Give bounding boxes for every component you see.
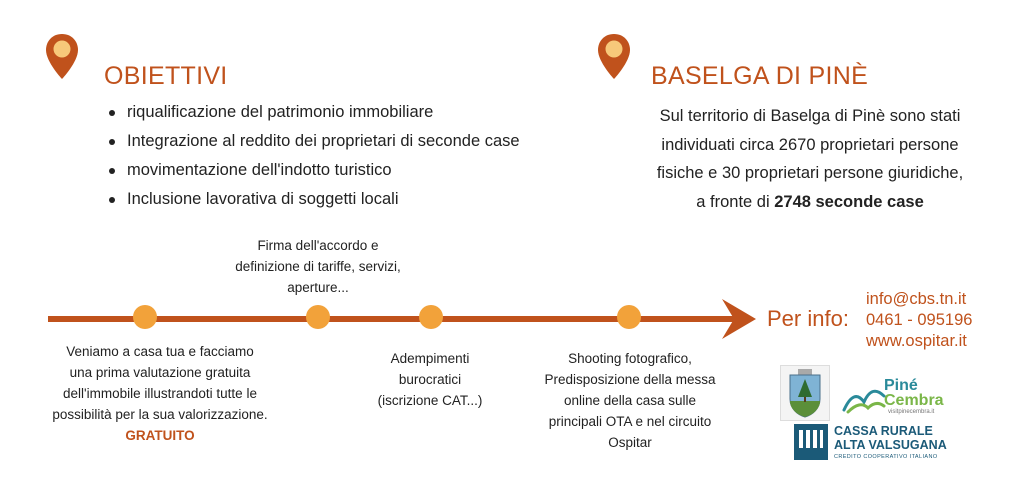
municipality-crest-icon [780,365,830,421]
baselga-line-prefix: a fronte di [696,192,775,211]
baselga-line: individuati circa 2670 proprietari perso… [661,135,959,154]
objective-item: Inclusione lavorativa di soggetti locali [105,185,520,214]
baselga-description: Sul territorio di Baselga di Pinè sono s… [620,102,1000,216]
timeline-arrow [48,299,756,339]
timeline-step-4-dot [617,305,641,329]
pine-cembra-logo-name-2: Cembra [884,392,944,409]
step-line: Ospitar [608,435,652,450]
contact-label: Per info: [767,306,849,331]
cassa-rurale-name-2: ALTA VALSUGANA [834,438,947,452]
pine-cembra-logo-name-1: Piné [884,377,918,394]
step-line: Veniamo a casa tua e facciamo [66,344,254,359]
step-line: (iscrizione CAT...) [377,393,483,408]
step-line: definizione di tariffe, servizi, [235,259,401,274]
baselga-line: fisiche e 30 proprietari persone giuridi… [656,164,964,182]
step-line: possibilità per la sua valorizzazione. [52,407,268,422]
free-label: GRATUITO [125,428,195,443]
baselga-line: Sul territorio di Baselga di Pinè sono s… [659,107,961,125]
timeline-step-3-dot [419,305,443,329]
step-line: aperture... [287,280,349,295]
step-line: burocratici [398,372,462,387]
objectives-list: riqualificazione del patrimonio immobili… [105,98,520,214]
pine-cembra-logo-url: visitpinecembra.it [888,409,935,415]
step-line: Adempimenti [390,351,470,366]
cassa-rurale-tagline: CREDITO COOPERATIVO ITALIANO [834,454,938,460]
step-line: Shooting fotografico, [568,351,692,366]
timeline-step-4-text: Shooting fotografico, Predisposizione de… [520,348,740,453]
second-homes-count: 2748 seconde case [774,192,924,211]
timeline-step-2-text: Firma dell'accordo e definizione di tari… [208,235,428,298]
objectives-title: OBIETTIVI [104,62,228,90]
objective-item: movimentazione dell'indotto turistico [105,156,520,185]
timeline-step-1-dot [133,305,157,329]
step-line: online della casa sulle [563,393,697,408]
contact-phone: 0461 - 095196 [866,311,973,329]
step-line: principali OTA e nel circuito [548,414,712,429]
cassa-rurale-mark-icon [794,424,828,460]
contact-email[interactable]: info@cbs.tn.it [866,290,967,308]
timeline-step-1-text: Veniamo a casa tua e facciamo una prima … [30,341,290,446]
step-line: Firma dell'accordo e [257,238,379,253]
step-line: dell'immobile illustrandoti tutte le [63,386,257,401]
cassa-rurale-logo: CASSA RURALE ALTA VALSUGANA CREDITO COOP… [794,424,954,462]
objective-item: riqualificazione del patrimonio immobili… [105,98,520,127]
step-line: Predisposizione della messa [544,372,716,387]
baselga-title: BASELGA DI PINÈ [651,62,869,90]
step-line: una prima valutazione gratuita [69,365,251,380]
cassa-rurale-name-1: CASSA RURALE [834,424,933,438]
location-pin-icon [46,34,78,79]
timeline-step-3-text: Adempimenti burocratici (iscrizione CAT.… [360,348,500,411]
pine-cembra-logo-icon [842,389,886,414]
objective-item: Integrazione al reddito dei proprietari … [105,127,520,156]
contact-website[interactable]: www.ospitar.it [866,332,967,350]
timeline-step-2-dot [306,305,330,329]
baselga-line: a fronte di 2748 seconde case [620,188,1000,217]
location-pin-icon [598,34,630,79]
